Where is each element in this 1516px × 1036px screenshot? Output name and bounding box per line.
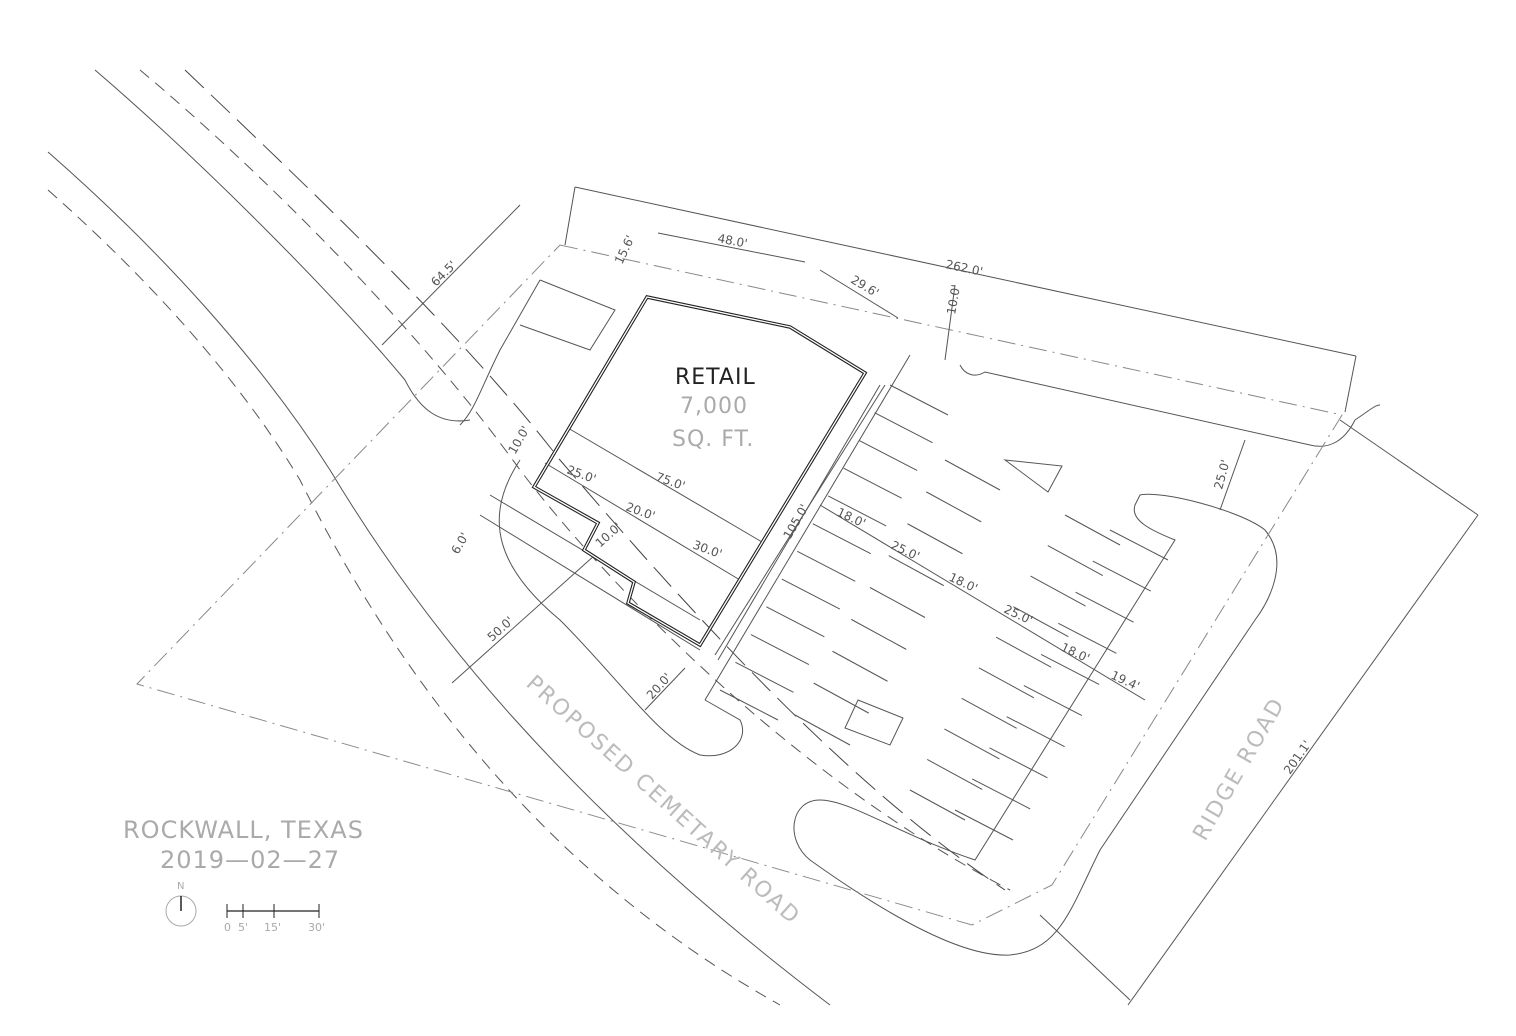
parking-stripe: [1058, 622, 1117, 654]
parking-stripe: [1013, 606, 1069, 638]
parking-stripe: [909, 789, 966, 821]
dim-18b: 18.0': [947, 570, 980, 595]
dim-19: 19.4': [1109, 668, 1142, 693]
dim-10b: 10.0': [505, 423, 532, 456]
retail-building: [531, 295, 868, 648]
dim-18a: 18.0': [835, 505, 868, 530]
parking-stripe: [926, 491, 982, 523]
property-line: [136, 244, 1343, 926]
scale-bar: 0 5' 15' 30': [224, 904, 325, 934]
parking-stripe: [843, 467, 902, 499]
road-label-cemetery: PROPOSED CEMETARY ROAD: [521, 671, 805, 930]
parking-stripe: [735, 661, 794, 693]
dim-30: 30.0': [691, 538, 724, 561]
location-city: ROCKWALL, TEXAS: [123, 816, 364, 844]
dim-18c: 18.0': [1059, 640, 1092, 665]
scale-tick-5: 5': [238, 921, 248, 934]
parking-stripe: [827, 495, 887, 527]
parking-stripe: [961, 697, 1017, 729]
parking-stripe: [750, 634, 810, 665]
parking-stripe: [1047, 545, 1104, 576]
dimension-lines: [381, 186, 1479, 1006]
road-lines: [47, 69, 1479, 1006]
parking-stripe: [907, 523, 963, 555]
dim-64: 64.5': [428, 258, 459, 289]
dim-48: 48.0': [716, 231, 748, 250]
building-name: RETAIL: [675, 365, 756, 390]
dim-201: 201.1': [1281, 738, 1314, 777]
parking-stripes: [719, 384, 1169, 841]
building-area: 7,000: [680, 394, 748, 419]
parking-stripe: [781, 578, 841, 610]
parking-stripe: [1075, 591, 1134, 623]
parking-stripe: [851, 618, 907, 650]
parking-stripe: [813, 682, 869, 714]
parking-stripe: [812, 523, 871, 555]
parking-stripe: [1092, 560, 1152, 592]
north-arrow-icon: [165, 895, 197, 927]
north-label: N: [177, 881, 184, 892]
dim-10a: 10.0': [944, 284, 963, 316]
parking-stripe: [995, 636, 1052, 668]
parking-stripe: [1064, 514, 1121, 546]
parking-stripe: [978, 667, 1035, 699]
parking-stripe: [794, 714, 851, 746]
dim-20a: 20.0': [624, 500, 657, 523]
parking-stripe: [954, 809, 1014, 841]
parking-stripe: [719, 689, 779, 721]
parking-stripe: [1030, 575, 1086, 607]
parking-stripe: [971, 778, 1031, 810]
building-area-unit: SQ. FT.: [672, 427, 754, 452]
parking-stripe: [766, 606, 825, 638]
dim-6: 6.0': [448, 530, 471, 556]
dim-25c: 25.0': [889, 538, 922, 563]
parking-stripe: [858, 440, 918, 471]
dim-20b: 20.0': [644, 670, 674, 702]
parking-stripe: [1040, 654, 1100, 685]
dim-29: 29.6': [848, 273, 881, 300]
dim-262: 262.0': [944, 257, 984, 279]
parking-stripe: [944, 728, 1000, 760]
parking-stripe: [832, 650, 888, 682]
scale-tick-15: 15': [264, 921, 281, 934]
parking-stripe: [989, 747, 1048, 779]
title-block: ROCKWALL, TEXAS 2019—02—27 N 0 5' 15' 30…: [123, 816, 364, 934]
parking-stripe: [888, 555, 944, 587]
parking-stripe: [874, 412, 933, 444]
parking-stripe: [1006, 716, 1065, 748]
dim-25a: 25.0': [1211, 458, 1232, 491]
parking-stripe: [926, 759, 983, 790]
location-date: 2019—02—27: [160, 846, 340, 874]
parking-stripe: [1023, 685, 1083, 716]
parking-stripe: [889, 384, 949, 416]
dim-75: 75.0': [654, 470, 687, 493]
parking-stripe: [1109, 529, 1169, 561]
parking-stripe: [869, 587, 926, 618]
road-label-ridge: RIDGE ROAD: [1189, 693, 1291, 845]
scale-tick-0: 0: [224, 921, 231, 934]
scale-tick-30: 30': [308, 921, 325, 934]
parking-stripe: [797, 550, 856, 582]
dim-25b: 25.0': [565, 463, 598, 486]
parking-stripe: [944, 459, 1001, 491]
